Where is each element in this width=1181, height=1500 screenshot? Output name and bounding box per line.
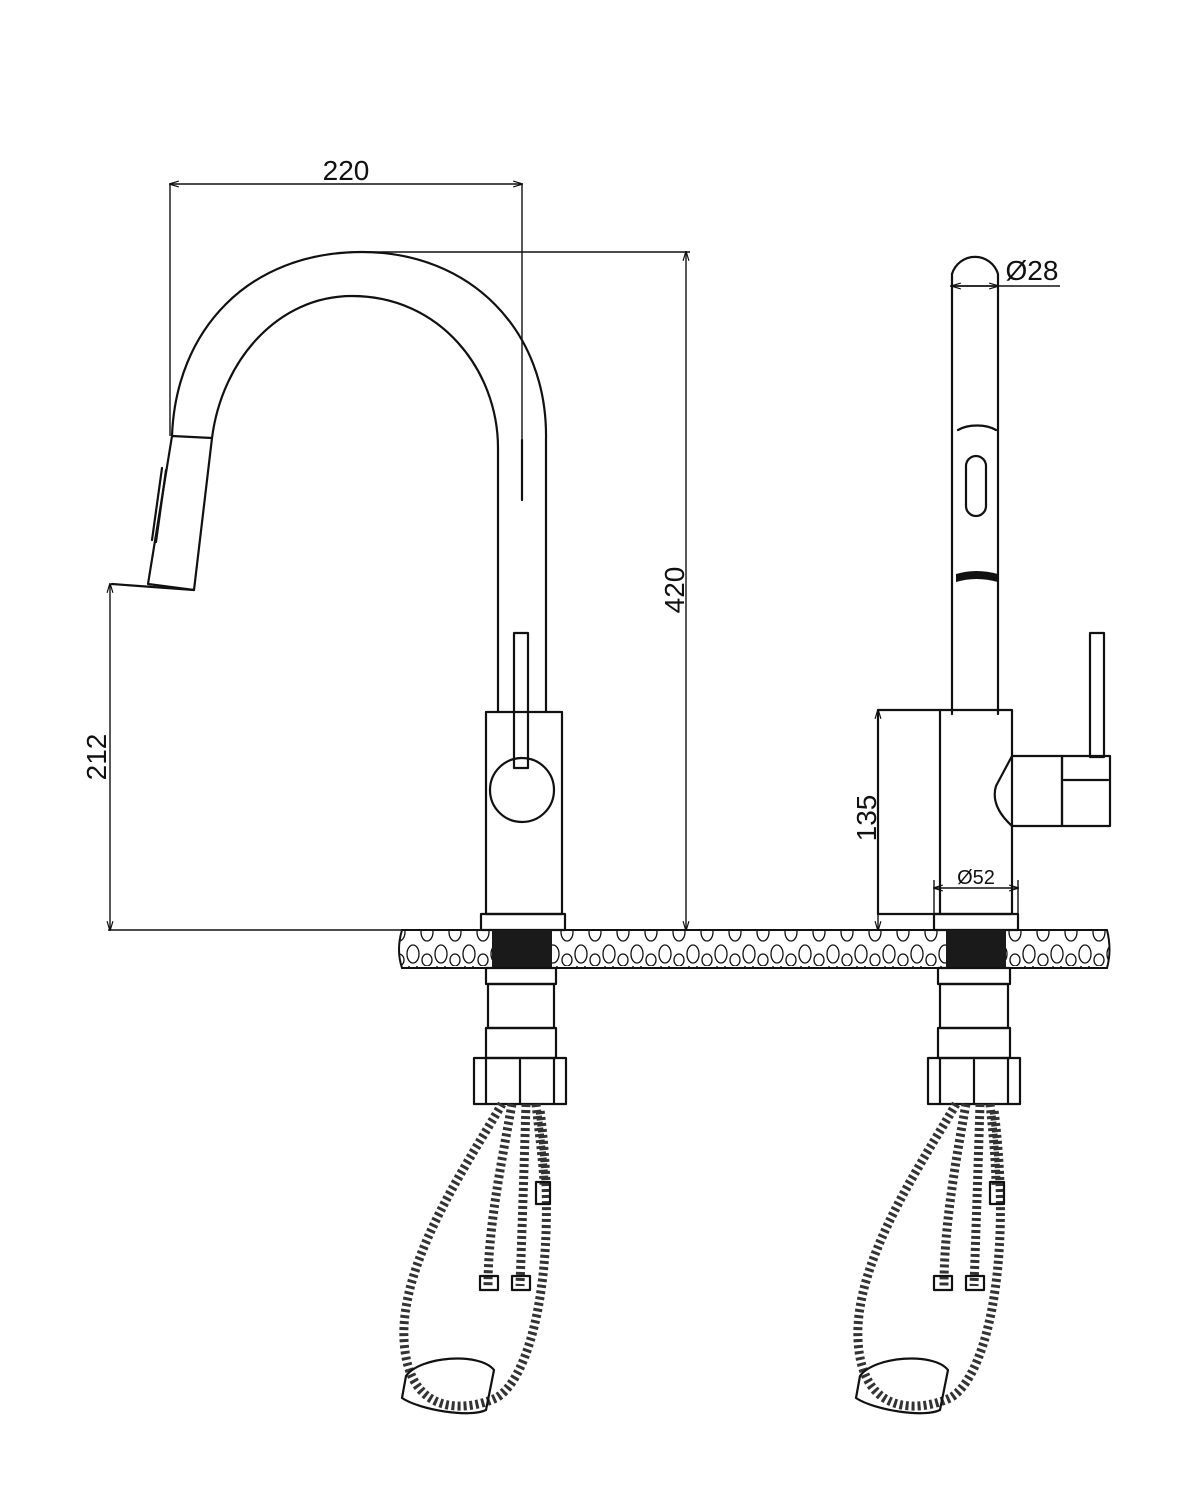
countertop bbox=[398, 929, 1111, 969]
dimension-labels: 220 420 212 135 Ø28 Ø52 bbox=[81, 155, 1058, 889]
dim-220-label: 220 bbox=[323, 155, 370, 186]
supply-hose bbox=[483, 1103, 517, 1287]
dimension-lines bbox=[108, 184, 1060, 930]
sprayer-button bbox=[964, 454, 988, 518]
pull-out-hose-loop bbox=[399, 1101, 551, 1411]
spout-front bbox=[950, 255, 1000, 716]
dim-135-label: 135 bbox=[851, 795, 882, 842]
dim-diameter-28-label: Ø28 bbox=[1006, 255, 1059, 286]
shank-block bbox=[492, 930, 552, 968]
faucet-front-view bbox=[853, 255, 1112, 1415]
side-lever bbox=[993, 754, 1064, 828]
faucet-side-view bbox=[110, 250, 568, 1415]
dim-420-label: 420 bbox=[659, 567, 690, 614]
base-ring bbox=[479, 912, 567, 932]
faucet-body bbox=[484, 710, 564, 916]
lever-handle bbox=[512, 631, 530, 770]
sprayer-head bbox=[146, 434, 214, 592]
spout-inner-arc bbox=[210, 294, 500, 714]
lever-handle-front bbox=[1088, 631, 1106, 759]
dim-212-label: 212 bbox=[81, 734, 112, 781]
spout-outer-arc bbox=[170, 250, 548, 714]
lever-knob bbox=[488, 756, 556, 824]
hose-weight bbox=[400, 1357, 496, 1415]
dim-diameter-52-label: Ø52 bbox=[957, 867, 995, 889]
